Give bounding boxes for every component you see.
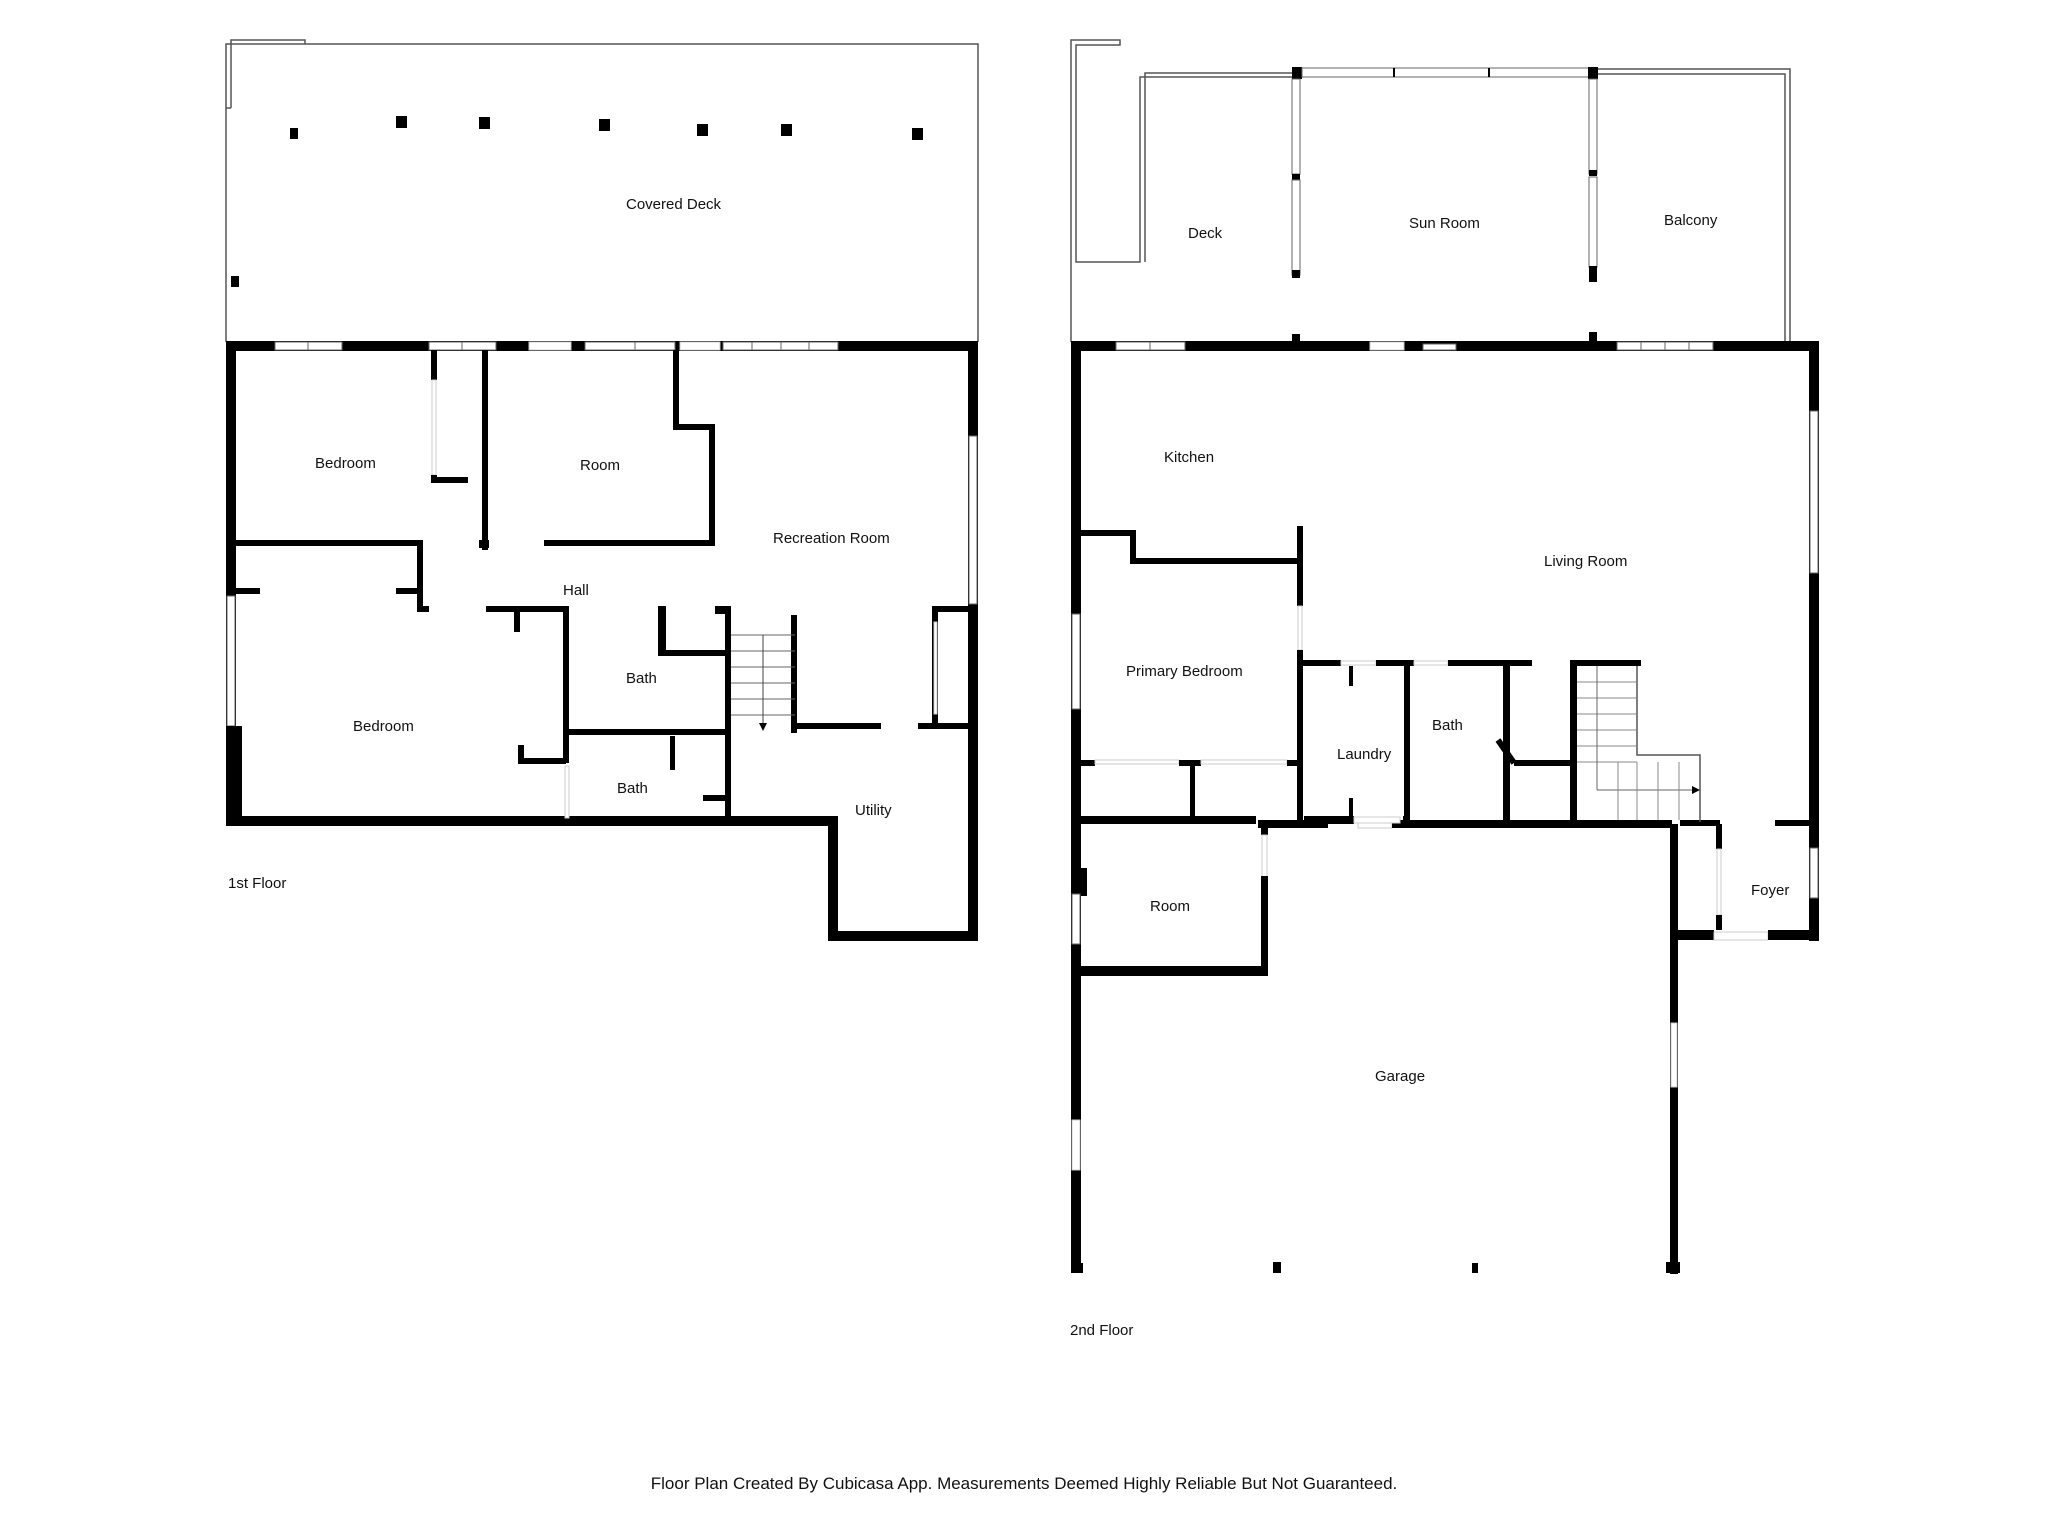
room-label-bath-3: Bath: [1432, 717, 1463, 734]
room-label-garage: Garage: [1375, 1068, 1426, 1085]
room-label-sun-room: Sun Room: [1409, 215, 1480, 232]
second-floor-interior-walls: [1081, 526, 1701, 824]
floor-label-2nd: 2nd Floor: [1070, 1322, 1134, 1339]
room-label-kitchen: Kitchen: [1164, 449, 1215, 466]
second-floor-stairs: [1570, 660, 1701, 822]
room-label-hall: Hall: [563, 582, 589, 599]
room-label-primary-bedroom: Primary Bedroom: [1126, 663, 1243, 680]
second-floor-plan: [1070, 39, 1819, 1274]
room-label-living-room: Living Room: [1544, 553, 1628, 570]
room-label-bath-2: Bath: [617, 780, 648, 797]
room-label-room-1: Room: [580, 457, 621, 474]
room-label-foyer: Foyer: [1751, 882, 1790, 899]
first-floor-plan: [225, 39, 979, 941]
room-label-bedroom-2: Bedroom: [353, 718, 414, 735]
first-floor-stairs: [731, 615, 797, 733]
room-label-room-2: Room: [1150, 898, 1191, 915]
room-label-deck: Deck: [1188, 225, 1223, 242]
room-label-recreation-room: Recreation Room: [773, 530, 890, 547]
room-label-balcony: Balcony: [1664, 212, 1718, 229]
room-label-bedroom-1: Bedroom: [315, 455, 376, 472]
room-label-covered-deck: Covered Deck: [626, 196, 722, 213]
room-label-laundry: Laundry: [1337, 746, 1392, 763]
second-floor-walls: [1071, 341, 1819, 1274]
covered-deck-outline: [225, 39, 979, 342]
first-floor-walls: [226, 341, 978, 941]
room-label-utility: Utility: [855, 802, 892, 819]
deck-outlines: [1070, 39, 1791, 344]
room-label-bath-1: Bath: [626, 670, 657, 687]
disclaimer-footer: Floor Plan Created By Cubicasa App. Meas…: [650, 1474, 1398, 1493]
floor-label-1st: 1st Floor: [228, 875, 287, 892]
first-floor-interior-walls: [236, 350, 972, 826]
